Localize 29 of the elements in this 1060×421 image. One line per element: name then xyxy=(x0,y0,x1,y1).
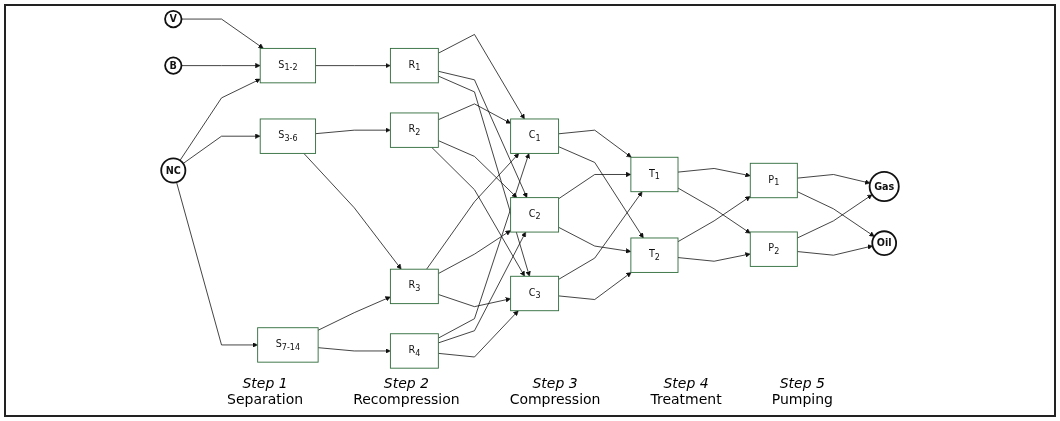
node-box: P$_{2}$ xyxy=(749,231,798,267)
node-circle: V xyxy=(164,9,183,29)
step-number: Step 1 xyxy=(242,375,288,391)
step-number: Step 4 xyxy=(663,375,709,391)
step-number: Step 2 xyxy=(383,375,429,391)
node-box: S$_{7-14}$ xyxy=(257,327,319,363)
node-box: S$_{3-6}$ xyxy=(259,118,317,154)
node-box: T$_{2}$ xyxy=(630,237,679,273)
step-name: Treatment xyxy=(650,391,722,407)
node-circle: Oil xyxy=(871,230,898,256)
step-name: Recompression xyxy=(353,391,460,407)
node-circle: Gas xyxy=(868,171,900,203)
step-number: Step 3 xyxy=(532,375,578,391)
node-circle: B xyxy=(164,56,183,75)
node-box: R$_{2}$ xyxy=(389,112,439,148)
node-box: S$_{1-2}$ xyxy=(259,47,317,84)
step-name: Pumping xyxy=(771,391,833,407)
node-box: R$_{1}$ xyxy=(389,47,439,84)
node-box: R$_{4}$ xyxy=(389,333,439,369)
node-box: R$_{3}$ xyxy=(389,268,439,305)
node-box: P$_{1}$ xyxy=(749,162,798,199)
step-name: Compression xyxy=(509,391,601,407)
node-box: C$_{2}$ xyxy=(510,197,560,233)
step-number: Step 5 xyxy=(779,375,825,391)
step-name: Separation xyxy=(227,391,304,407)
node-box: T$_{1}$ xyxy=(630,156,679,193)
node-circle: NC xyxy=(160,157,187,184)
node-box: C$_{1}$ xyxy=(510,118,560,154)
node-box: C$_{3}$ xyxy=(510,275,560,312)
